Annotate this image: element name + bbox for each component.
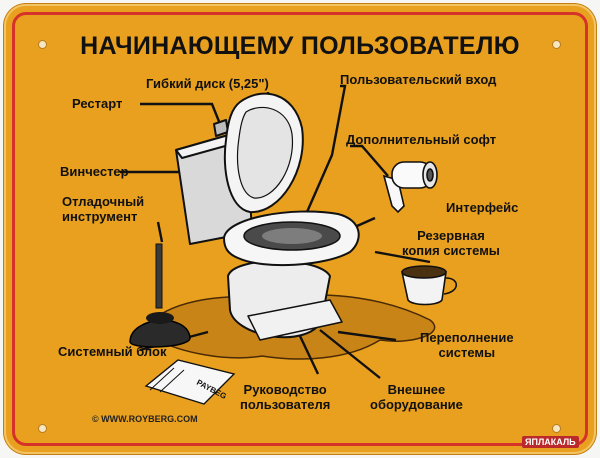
copyright-text: © WWW.ROYBERG.COM [92,414,198,424]
label-system-unit: Системный блок [58,344,167,359]
manual-book-icon: PAYBEG [144,359,236,405]
label-external: Внешнее оборудование [370,382,463,412]
label-debugger: Отладочный инструмент [62,194,144,224]
cup-icon [401,265,458,306]
label-interface: Интерфейс [446,200,519,215]
label-backup: Резервная копия системы [402,228,500,258]
mount-hole-top-right [552,40,561,49]
label-overflow: Переполнение системы [420,330,514,360]
plunger-icon [129,243,191,348]
sign-title: НАЧИНАЮЩЕМУ ПОЛЬЗОВАТЕЛЮ [80,32,520,60]
label-backup-text: Резервная копия системы [402,228,500,258]
sign-border [12,12,588,446]
label-user-input: Пользовательский вход [340,72,497,87]
label-debugger-text: Отладочный инструмент [62,194,145,224]
label-hdd: Винчестер [60,164,129,179]
toilet-icon [175,92,360,341]
watermark: ЯПЛАКАЛЬ [522,436,579,448]
label-external-text: Внешнее оборудование [370,382,463,412]
mount-hole-top-left [38,40,47,49]
mount-hole-bottom-left [38,424,47,433]
label-manual-text: Руководство пользователя [240,382,331,412]
label-manual: Руководство пользователя [240,382,330,412]
label-floppy: Гибкий диск (5,25") [146,76,269,91]
toilet-paper-icon [382,161,438,214]
label-restart: Рестарт [72,96,123,111]
label-overflow-text: Переполнение системы [420,330,514,360]
label-extra-soft: Дополнительный софт [346,132,497,147]
mount-hole-bottom-right [552,424,561,433]
